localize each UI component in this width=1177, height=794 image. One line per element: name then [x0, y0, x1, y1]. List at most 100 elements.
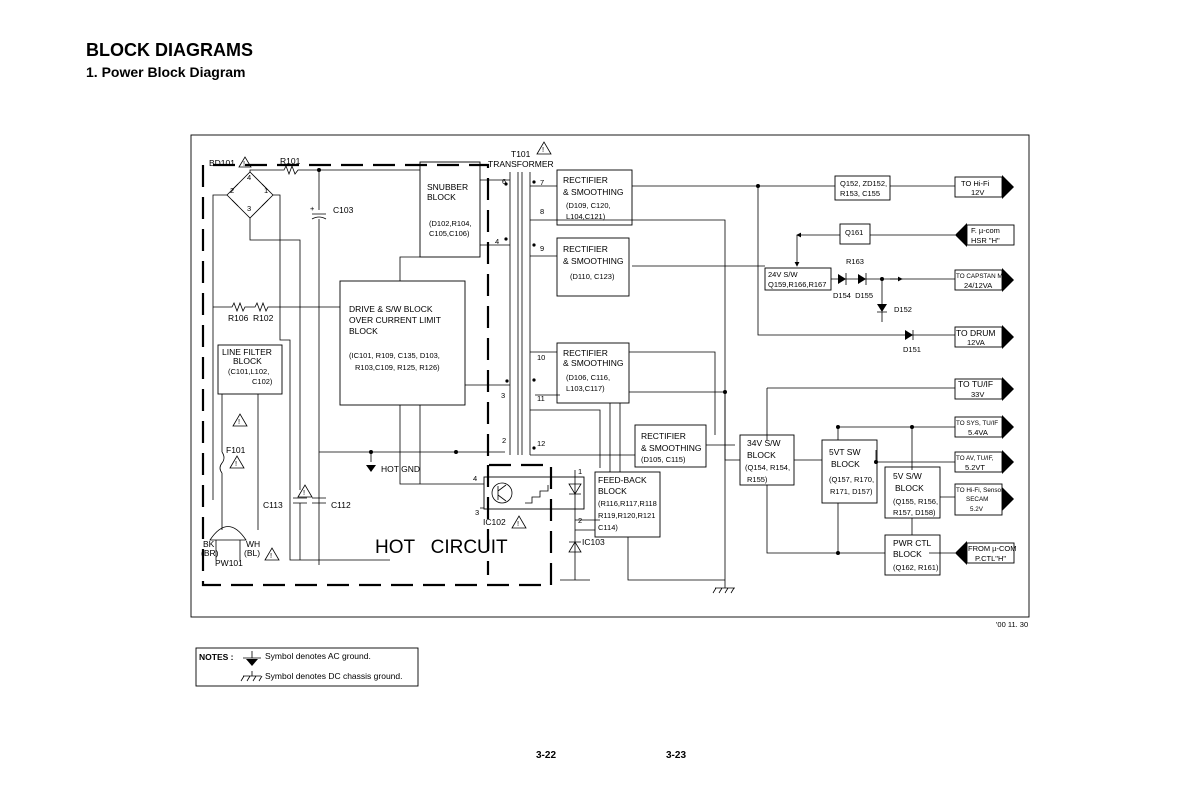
out-to-sys-value: 5.4VA	[968, 428, 988, 437]
sw34-block	[739, 434, 795, 486]
warning-icon-2	[232, 413, 248, 427]
c112-label: C112	[331, 500, 351, 510]
in-f-ucom-label: F. µ-com	[971, 226, 1000, 235]
bridge-pin-2: 2	[230, 186, 234, 195]
r101-resistor	[249, 164, 420, 176]
bridge-pin-1: 1	[264, 186, 268, 195]
d151-label: D151	[903, 345, 921, 354]
snubber-title: SNUBBER	[427, 182, 468, 192]
ic102-pin-3: 3	[475, 508, 479, 517]
sw34-title2: BLOCK	[747, 450, 776, 460]
opto-signal	[525, 485, 549, 504]
rect4-title1: RECTIFIER	[641, 431, 686, 441]
feedback-parts2: R119,R120,R121	[598, 511, 655, 520]
rectifier-block-2	[556, 237, 630, 297]
diagram-frame	[190, 134, 1030, 618]
ic102-pin-4: 4	[473, 474, 477, 483]
page-subtitle: 1. Power Block Diagram	[86, 64, 246, 80]
ic102-pin-2: 2	[578, 516, 582, 525]
d155-diode	[858, 274, 866, 284]
power-plug	[209, 526, 247, 541]
out-to-drum-value: 12VA	[967, 338, 985, 347]
ic103-label: IC103	[582, 537, 605, 547]
svg-text:!: !	[303, 488, 305, 497]
c112-capacitor	[312, 497, 326, 504]
drive-parts1: (IC101, R109, C135, D103,	[349, 351, 440, 360]
tx-pin-4: 4	[495, 237, 499, 246]
rect4-title2: & SMOOTHING	[641, 443, 701, 453]
bd101-label: BD101	[209, 158, 235, 168]
tx-pin-8: 8	[540, 207, 544, 216]
pwrctl-parts: (Q162, R161)	[893, 563, 939, 572]
rect1-title1: RECTIFIER	[563, 175, 608, 185]
f101-label: F101	[226, 445, 246, 455]
d152-diode	[877, 304, 887, 312]
feedback-title1: FEED-BACK	[598, 475, 647, 485]
tx-pin-7: 7	[540, 178, 544, 187]
pw101-label: PW101	[215, 558, 243, 568]
notes-box	[195, 647, 419, 687]
rect4-parts1: (D105, C115)	[641, 455, 686, 464]
q152-parts2: R153, C155	[840, 189, 880, 198]
rect3-parts2: L103,C117)	[566, 384, 605, 393]
tx-pin-10: 10	[537, 353, 545, 362]
sw5v-title2: BLOCK	[895, 483, 924, 493]
rect1-parts1: (D109, C120,	[566, 201, 611, 210]
transformer-label: TRANSFORMER	[488, 159, 554, 169]
tx-pin-9: 9	[540, 244, 544, 253]
svg-text:!: !	[517, 519, 519, 528]
out-to-capstan-label: TO CAPSTAN M	[956, 273, 1003, 280]
q161-block	[839, 223, 871, 245]
line-filter-parts2: C102)	[252, 377, 273, 386]
transformer-core	[509, 172, 531, 455]
r106-r102-label: R106 R102	[228, 313, 274, 323]
sw5v-parts1: (Q155, R156,	[893, 497, 938, 506]
rectifier-block-3	[556, 342, 630, 404]
diagram-date: '00 11. 30	[996, 620, 1028, 629]
snubber-parts1: (D102,R104,	[429, 219, 472, 228]
rect2-title2: & SMOOTHING	[563, 256, 623, 266]
sw5v-parts2: R157, D158)	[893, 508, 936, 517]
tx-pin-2: 2	[502, 436, 506, 445]
br-label: (BR)	[201, 548, 219, 558]
f101-fuse	[219, 451, 225, 474]
q161-label: Q161	[845, 228, 863, 237]
tx-pin-11: 11	[537, 394, 545, 403]
warning-icon-7	[511, 515, 527, 529]
rectifier-block-4	[634, 424, 707, 468]
out-to-drum-label: TO DRUM	[956, 328, 996, 338]
line-filter-title2: BLOCK	[233, 356, 262, 366]
c103-label: C103	[333, 205, 354, 215]
out-to-av-label: TO AV, TU/IF,	[956, 455, 994, 462]
sw5v-title1: 5V S/W	[893, 471, 922, 481]
ic102-optocoupler	[483, 476, 585, 510]
pwrctl-title1: PWR CTL	[893, 538, 932, 548]
rectifier-block-1	[556, 169, 633, 226]
bridge-pin-3: 3	[247, 204, 251, 213]
q152-block	[834, 175, 891, 201]
c113-label: C113	[263, 500, 283, 510]
hot-gnd-label: HOT GND	[381, 464, 420, 474]
rect2-parts1: (D110, C123)	[570, 272, 615, 281]
sw5vt-title1: 5VT SW	[829, 447, 861, 457]
pwrctl-block	[884, 534, 941, 576]
out-to-capstan-value: 24/12VA	[964, 281, 992, 290]
sw34-title1: 34V S/W	[747, 438, 781, 448]
r101-label: R101	[280, 156, 301, 166]
svg-text:!: !	[235, 459, 237, 468]
svg-text:!: !	[238, 417, 240, 426]
out-to-hifi-sensor-value: 5.2V	[970, 506, 984, 513]
sw34-parts2: R155)	[747, 475, 768, 484]
feedback-title2: BLOCK	[598, 486, 627, 496]
feedback-parts3: C114)	[598, 523, 618, 532]
ac-ground-icon	[243, 651, 261, 659]
line-filter-title: LINE FILTER	[222, 347, 272, 357]
sw34-parts1: (Q154, R154,	[745, 463, 790, 472]
hot-circuit-boundary	[201, 163, 553, 587]
ic102-pin-1: 1	[578, 467, 582, 476]
tx-pin-3: 3	[501, 391, 505, 400]
sw5vt-title2: BLOCK	[831, 459, 860, 469]
drive-title3: BLOCK	[349, 326, 378, 336]
warning-icon-5	[264, 547, 280, 561]
